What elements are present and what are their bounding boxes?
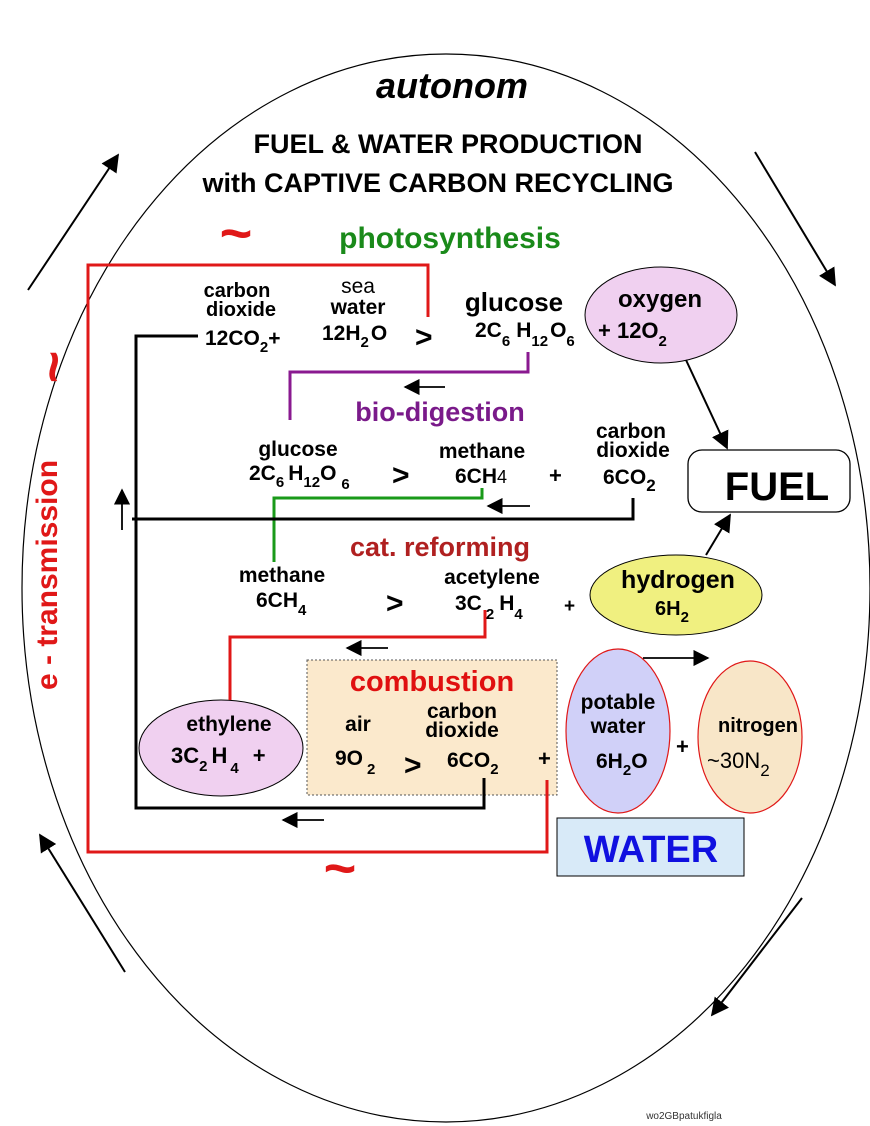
carbon-recycle-loop (134, 334, 486, 810)
eq3-methane-formula: 6CH4 (256, 589, 307, 619)
eq4-plus-3: + (676, 734, 689, 759)
reforming-red-link (228, 610, 487, 700)
oxygen-ellipse (584, 266, 738, 364)
cycle-arrow-bottom-right (710, 897, 803, 1017)
eq4-co2-label-2: dioxide (425, 719, 499, 742)
cat-reforming-label: cat. reforming (350, 532, 530, 562)
cycle-arrow-top-left (27, 153, 119, 291)
eq2-methane-label: methane (439, 440, 525, 463)
bio-digestion-link (288, 352, 530, 420)
nitrogen-label: nitrogen (718, 715, 798, 737)
air-label: air (345, 713, 371, 736)
eq1-water-formula: 12H2O (322, 322, 387, 351)
tilde-left: ~ (21, 351, 84, 384)
potable-water-label-2: water (590, 715, 646, 738)
e-transmission-label: e - transmission (31, 460, 64, 690)
hydrogen-to-fuel-arrow (705, 513, 731, 556)
bio-digestion-label: bio-digestion (355, 397, 524, 427)
nitrogen-formula: ~30N2 (707, 748, 770, 780)
eq2-co2-label-2: dioxide (596, 439, 670, 462)
tilde-bottom: ~ (324, 836, 357, 899)
eq3-plus: + (564, 596, 575, 617)
eq2-plus: + (549, 463, 562, 488)
oxygen-label: oxygen (618, 286, 702, 313)
ethylene-ellipse (138, 699, 304, 797)
hydrogen-label: hydrogen (621, 566, 735, 594)
eq2-co2-formula: 6CO2 (603, 466, 656, 495)
eq2-glucose-label: glucose (258, 438, 337, 461)
eq1-co2-label-2: dioxide (206, 299, 276, 321)
water-box (556, 817, 745, 877)
combustion-label: combustion (350, 666, 514, 698)
eq4-co2-label-1: carbon (427, 700, 497, 723)
ethylene-label: ethylene (186, 713, 271, 736)
eq4-plus-2: + (538, 746, 551, 771)
e-transmission-loop (86, 263, 549, 854)
watermark: wo2GBpatukfigla (645, 1111, 722, 1122)
potable-water-formula: 6H2O (596, 750, 648, 779)
photosynthesis-label: photosynthesis (339, 222, 561, 255)
eq3-acetylene-label: acetylene (444, 566, 540, 589)
cycle-arrow-bottom-left (39, 833, 126, 973)
eq1-water-label-2: water (330, 296, 386, 319)
nitrogen-ellipse (697, 660, 803, 814)
potable-water-label-1: potable (581, 691, 656, 714)
eq3-reaction-arrow: > (386, 587, 404, 620)
title-line-1: FUEL & WATER PRODUCTION (254, 129, 643, 159)
cycle-arrow-top-right (754, 151, 836, 287)
co2-return-line (132, 498, 635, 521)
oxygen-to-fuel-arrow (685, 359, 729, 450)
eq2-co2-label-1: carbon (596, 420, 666, 443)
eq1-co2-formula: 12CO2+ (205, 327, 280, 356)
eq1-glucose-label: glucose (465, 287, 563, 317)
reforming-green-link (272, 488, 484, 562)
eq4-reaction-arrow: > (404, 749, 422, 782)
oxygen-formula: + 12O2 (598, 318, 667, 350)
hydrogen-formula: 6H2 (655, 598, 689, 626)
eq4-co2-formula: 6CO2 (447, 749, 499, 778)
title-line-2: with CAPTIVE CARBON RECYCLING (201, 168, 673, 198)
fuel-box (687, 449, 851, 513)
cycle-ellipse (21, 53, 870, 1123)
hydrogen-ellipse (589, 554, 763, 636)
eq2-reaction-arrow: > (392, 459, 410, 492)
eq1-reaction-arrow: > (415, 321, 433, 354)
tilde-top: ~ (220, 201, 253, 264)
eq2-methane-formula: 6CH4 (455, 465, 507, 488)
water-label: WATER (584, 829, 718, 871)
potable-water-ellipse (565, 648, 671, 814)
eq3-methane-label: methane (239, 564, 325, 587)
combustion-box (306, 659, 558, 796)
fuel-label: FUEL (725, 465, 829, 509)
brand-title: autonom (376, 65, 528, 106)
eq1-water-label-1: sea (341, 275, 375, 298)
eq1-co2-label-1: carbon (204, 280, 271, 302)
